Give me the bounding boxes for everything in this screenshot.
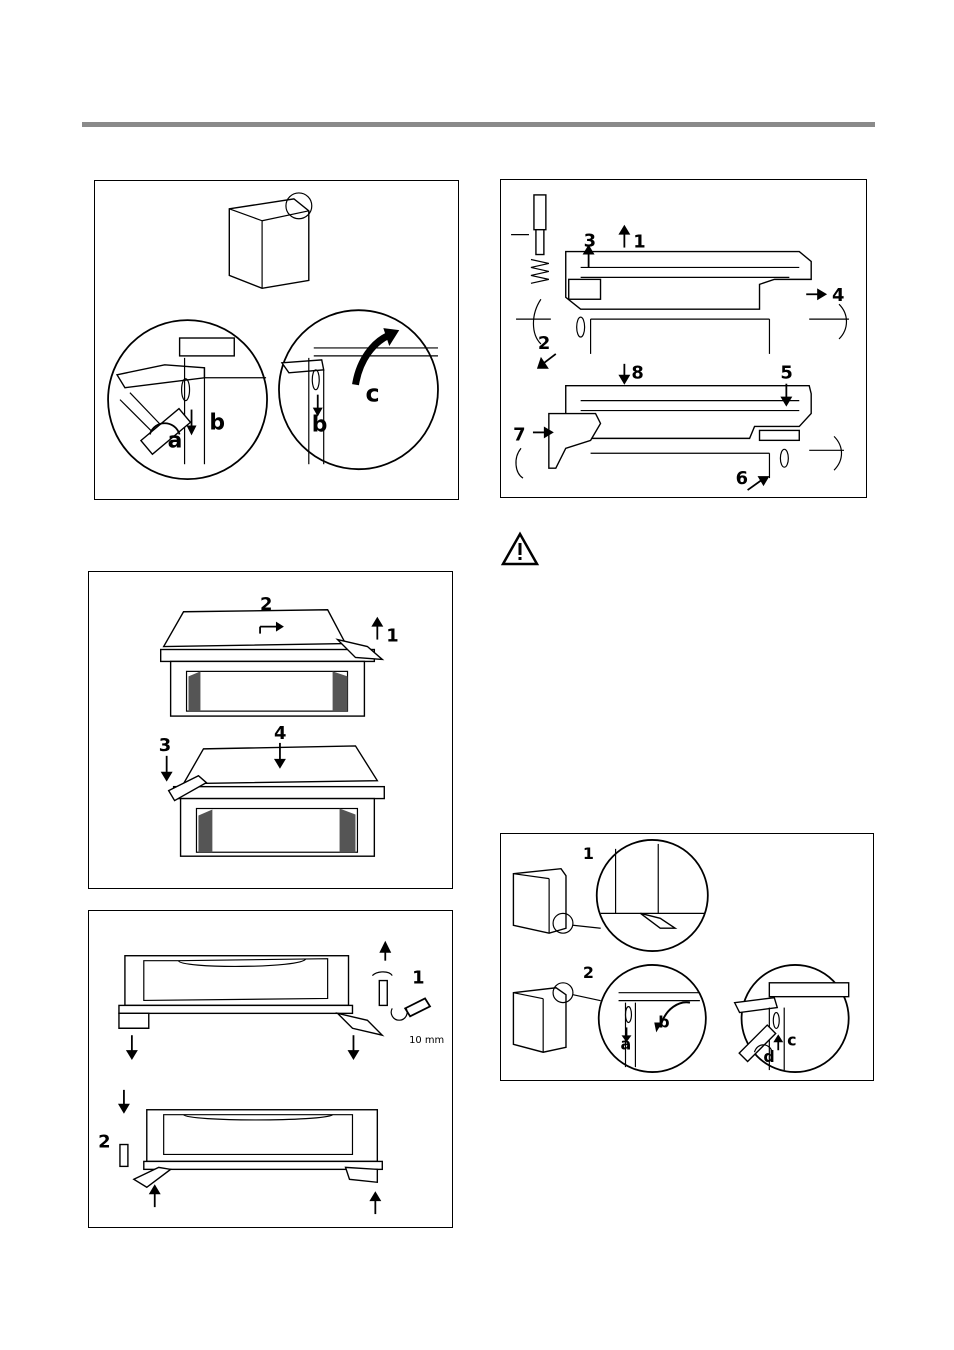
step-1: 1 — [583, 844, 594, 863]
cabinet-illustration-1 — [512, 867, 567, 934]
step-7: 7 — [513, 424, 525, 445]
step-1: 1 — [412, 968, 424, 989]
figure-hinge-swap: 3 1 4 2 8 5 7 6 — [500, 179, 867, 498]
header-rule — [82, 122, 875, 127]
label-b: b — [209, 410, 225, 435]
step-3: 3 — [159, 735, 171, 756]
step-2: 2 — [538, 333, 550, 354]
step-2: 2 — [98, 1132, 110, 1153]
zoom-circle-left — [107, 319, 268, 481]
label-a: a — [168, 428, 183, 453]
cabinet-base-upper — [124, 955, 350, 1007]
cabinet-illustration — [228, 198, 310, 290]
zoom-circle-right — [278, 309, 439, 471]
label-c: c — [365, 380, 379, 408]
cabinet-base-lower — [146, 1109, 379, 1163]
warning-triangle-icon — [500, 531, 540, 566]
wrench-size-label: 10 mm — [409, 1035, 444, 1046]
step-2: 2 — [260, 594, 272, 615]
figure-door-refit: 1 2 a b c d — [500, 833, 874, 1081]
step-1: 1 — [633, 232, 645, 253]
step-5: 5 — [780, 363, 792, 384]
step-4: 4 — [832, 285, 844, 306]
label-d: d — [763, 1047, 774, 1066]
figure-door-top-hinge: a b c b — [94, 180, 459, 500]
step-2: 2 — [583, 963, 594, 982]
cabinet-illustration-2 — [512, 987, 567, 1053]
step-8: 8 — [631, 363, 643, 384]
step-6: 6 — [736, 468, 748, 489]
step-3: 3 — [584, 231, 596, 252]
top-plate-upper — [162, 609, 347, 648]
label-b-2: b — [312, 412, 328, 437]
figure-top-plate-removal: 2 1 3 4 — [88, 571, 453, 889]
label-a: a — [621, 1034, 632, 1053]
label-c: c — [787, 1030, 796, 1049]
label-b: b — [658, 1012, 669, 1031]
figure-bottom-hinge: 1 10 mm 2 — [88, 910, 453, 1228]
upper-frame — [565, 250, 812, 310]
step-1: 1 — [386, 626, 398, 647]
step-4: 4 — [274, 723, 286, 744]
